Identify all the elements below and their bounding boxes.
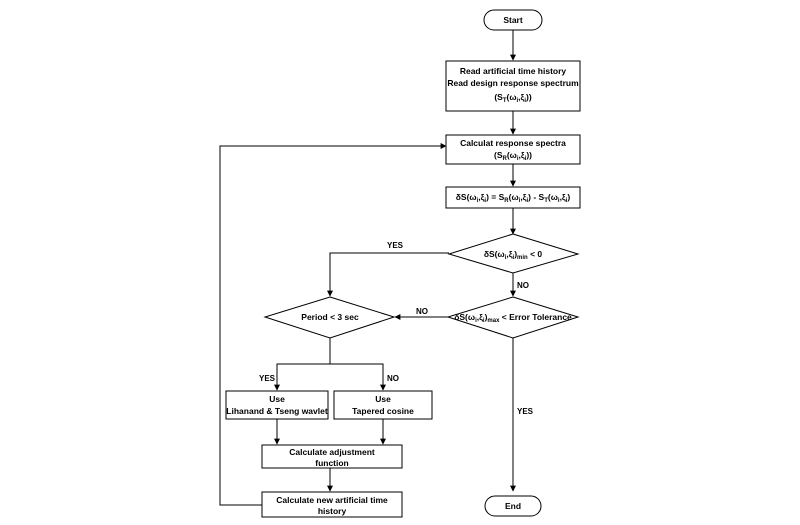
period-label: Period < 3 sec [301,312,359,322]
edge-split-wavelet [274,363,330,391]
edge-label-max-yes: YES [517,407,534,416]
period-decision: Period < 3 sec [263,296,396,339]
new-history-line2: history [318,506,347,516]
read-line3: (ST(ωi,ξi)) [494,92,532,104]
use-cosine-line2: Tapered cosine [352,406,414,416]
end-node: End [484,495,542,517]
use-cosine-node: Use Tapered cosine [333,390,433,420]
adjust-node: Calculate adjustment function [261,444,403,469]
adjust-line1: Calculate adjustment [289,447,375,457]
read-input-node: Read artificial time history Read design… [445,60,581,112]
edge-label-max-no: NO [416,307,428,316]
edge-label-min-no: NO [517,281,529,290]
start-label: Start [503,15,523,25]
edge-checkmin-yes [327,252,449,297]
adjust-line2: function [315,458,349,468]
use-cosine-line1: Use [375,394,391,404]
check-max-label: δS(ωi,ξi)max < Error Tolerance [454,312,572,324]
edge-label-period-yes: YES [259,374,276,383]
check-min-label: δS(ωi,ξi)min < 0 [484,249,543,261]
calc-spectra-line2: (SR(ωi,ξi)) [494,150,532,162]
edge-label-min-yes: YES [387,241,404,250]
end-label: End [505,501,521,511]
use-wavelet-line1: Use [269,394,285,404]
delta-formula: δS(ωi,ξi) = SR(ωi,ξi) - ST(ωi,ξi) [456,192,571,204]
edge-split-cosine [330,363,386,391]
read-line2: Read design response spectrum [447,78,579,88]
check-max-decision: δS(ωi,ξi)max < Error Tolerance [446,296,580,339]
calc-spectra-node: Calculat response spectra (SR(ωi,ξi)) [445,134,581,165]
calc-spectra-line1: Calculat response spectra [460,138,566,148]
edge-label-period-no: NO [387,374,399,383]
new-history-line1: Calculate new artificial time [276,495,388,505]
check-min-decision: δS(ωi,ξi)min < 0 [447,233,580,274]
connectors [219,30,516,506]
new-history-node: Calculate new artificial time history [261,491,403,518]
start-node: Start [483,9,543,31]
delta-node: δS(ωi,ξi) = SR(ωi,ξi) - ST(ωi,ξi) [445,186,581,209]
use-wavelet-node: Use Lihanand & Tseng wavlet [225,390,329,420]
use-wavelet-line2: Lihanand & Tseng wavlet [226,406,328,416]
read-line1: Read artificial time history [460,66,567,76]
edge-loop-back [219,143,447,506]
